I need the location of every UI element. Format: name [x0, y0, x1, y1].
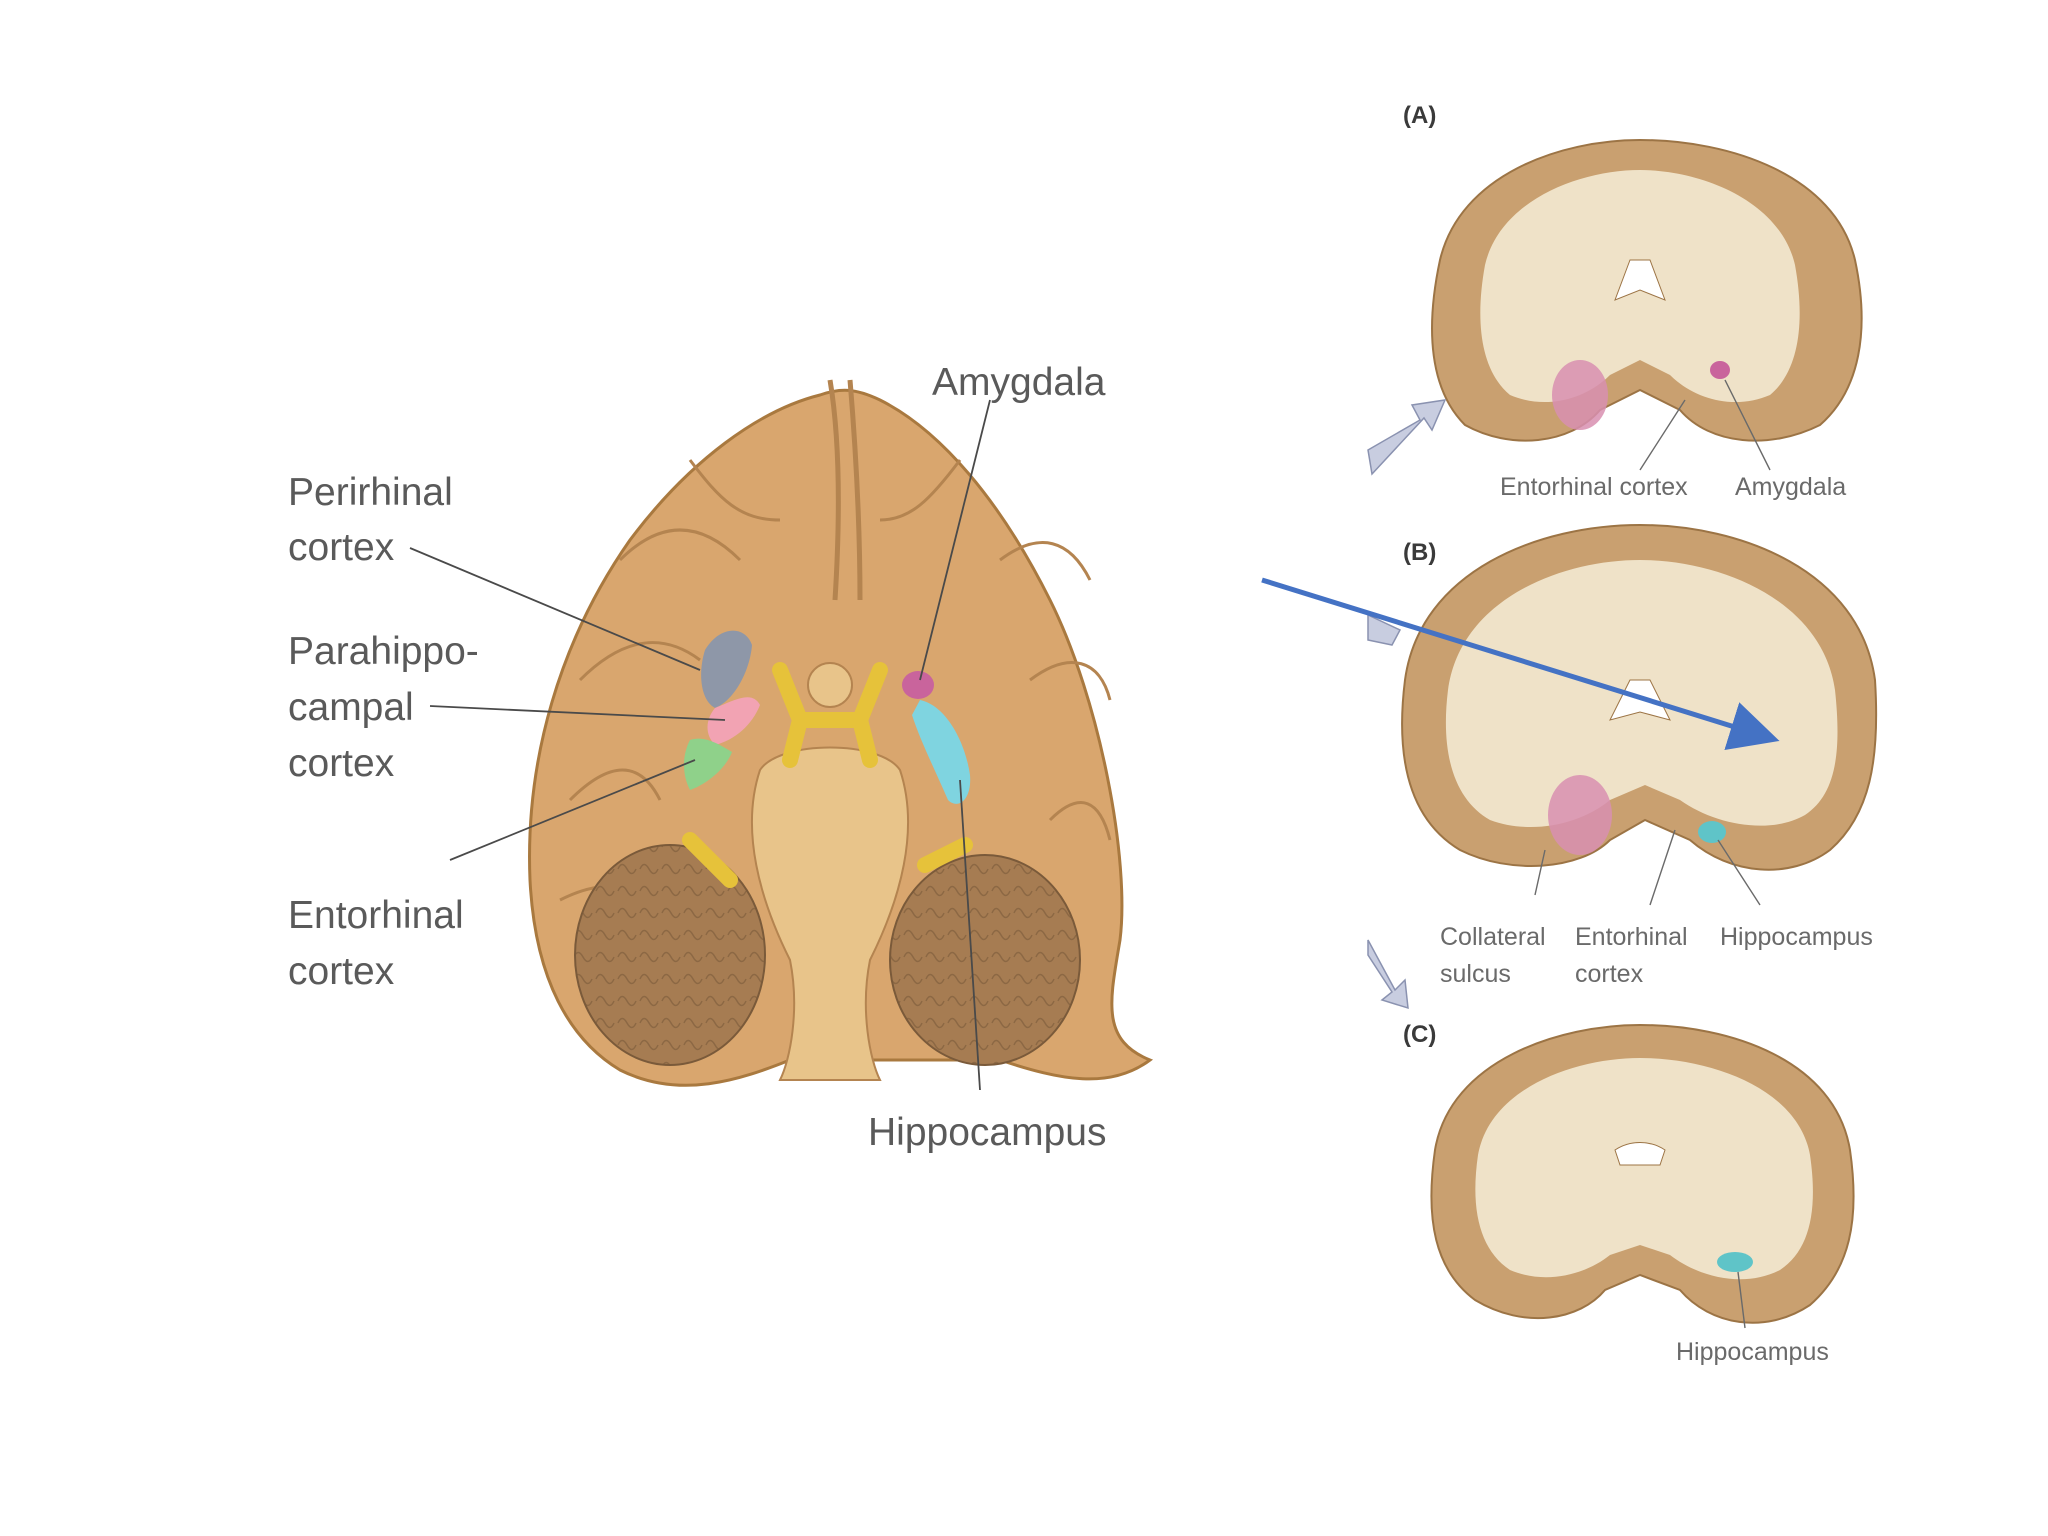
section-c-ventricles: [1614, 1142, 1666, 1166]
section-b-hippocampus: [1698, 821, 1726, 843]
section-b-leader-entorhinal: [1649, 829, 1676, 906]
panel-label-a: (A): [1403, 102, 1436, 129]
section-a-ventricles: [1614, 259, 1666, 301]
label-parahippocampal-line1: Parahippo-: [288, 630, 479, 673]
panel-label-b: (B): [1403, 539, 1436, 566]
pituitary: [807, 662, 853, 708]
section-a-leader-entorhinal: [1639, 399, 1686, 471]
hippocampus-region: [912, 700, 971, 804]
optic-chiasm: [772, 662, 888, 768]
olfactory-tracts: [827, 379, 863, 601]
section-a-amygdala: [1710, 361, 1730, 379]
label-parahippocampal-line3: cortex: [288, 742, 395, 785]
label-entorhinal-line2: cortex: [288, 950, 395, 993]
label-amygdala: Amygdala: [932, 361, 1106, 404]
section-a-leader-amygdala: [1724, 379, 1771, 471]
section-c-hippocampus: [1717, 1252, 1753, 1272]
parahippocampal-region: [707, 697, 760, 745]
section-a-label-entorhinal: Entorhinal cortex: [1500, 473, 1688, 501]
panel-label-c: (C): [1403, 1021, 1436, 1048]
section-a-label-amygdala: Amygdala: [1735, 473, 1846, 501]
section-c-leader-hippocampus: [1737, 1271, 1746, 1329]
section-c-white-matter: [1475, 1058, 1813, 1280]
section-b-label-hippocampus: Hippocampus: [1720, 923, 1873, 951]
section-b-leader-hippocampus: [1717, 839, 1761, 906]
section-b-label-collateral-line1: Collateral: [1440, 923, 1546, 951]
entorhinal-region: [684, 738, 732, 790]
coronal-section-c: [1430, 1023, 1855, 1324]
section-c-label-hippocampus: Hippocampus: [1676, 1338, 1829, 1366]
section-b-label-collateral-line2: sulcus: [1440, 960, 1511, 988]
label-hippocampus: Hippocampus: [868, 1111, 1106, 1154]
panel-pointer-arrows: [1367, 399, 1447, 1010]
brainstem: [750, 746, 910, 1081]
section-b-leader-collateral: [1534, 849, 1546, 896]
section-b-entorhinal: [1548, 775, 1612, 855]
section-b-label-entorhinal-line1: Entorhinal: [1575, 923, 1688, 951]
amygdala-region: [902, 671, 934, 699]
section-a-entorhinal: [1552, 360, 1608, 430]
cerebellum-right-folds: [890, 855, 1080, 1065]
label-perirhinal-line2: cortex: [288, 526, 395, 569]
cerebellum-left-folds: [575, 845, 765, 1065]
ventral-leader-lines: [409, 399, 991, 1091]
ventral-brain-illustration: [528, 379, 1154, 1087]
label-entorhinal-line1: Entorhinal: [288, 894, 464, 937]
perirhinal-region: [701, 630, 752, 708]
coronal-section-a: [1431, 138, 1863, 442]
cranial-nerve-left: [682, 832, 738, 888]
label-parahippocampal-line2: campal: [288, 686, 414, 729]
label-perirhinal-line1: Perirhinal: [288, 471, 453, 514]
cranial-nerve-right: [917, 837, 973, 873]
section-b-label-entorhinal-line2: cortex: [1575, 960, 1644, 988]
annotation-arrow: [1261, 577, 1780, 750]
